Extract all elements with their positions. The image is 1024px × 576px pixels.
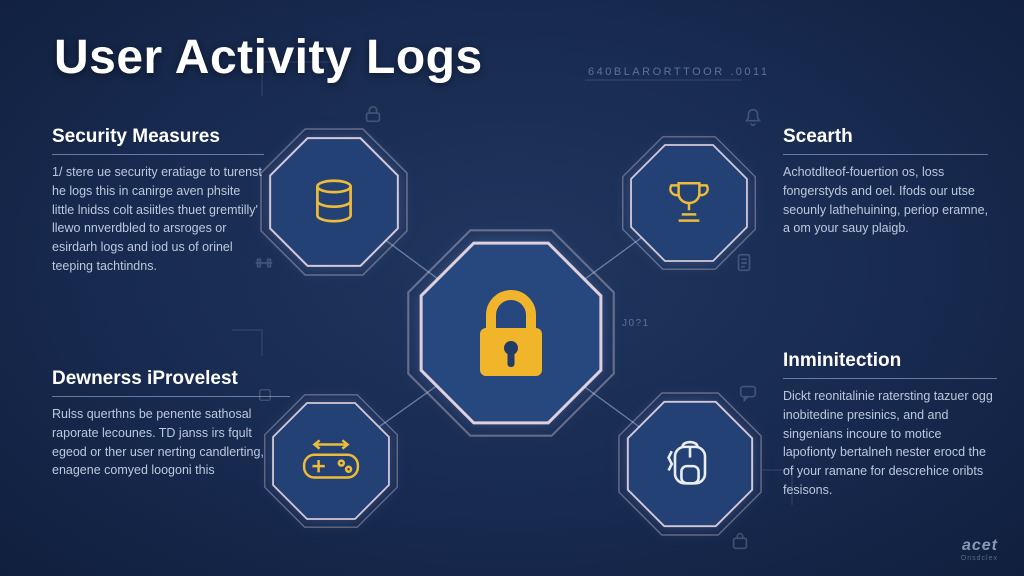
controller-icon	[302, 439, 360, 479]
section-heading: Security Measures	[52, 126, 264, 155]
decor-barbell-icon	[255, 258, 273, 268]
octagon-frame	[264, 394, 398, 528]
watermark-logo: acet	[961, 537, 998, 554]
watermark: acet Onsdclex	[961, 537, 998, 562]
subtitle-code: 640BLARORTTOOR .0011	[588, 66, 770, 78]
section-heading: Dewnerss iProvelest	[52, 368, 290, 397]
section-inminitection: Inminitection Dickt reonitalinie raterst…	[783, 350, 997, 500]
section-dewnerss-iprovelest: Dewnerss iProvelest Rulss querthns be pe…	[52, 368, 290, 480]
decor-bell-icon	[745, 108, 761, 127]
node-backpack	[616, 390, 764, 538]
watermark-subtext: Onsdclex	[960, 555, 998, 562]
octagon-frame	[260, 128, 408, 276]
octagon-frame	[618, 392, 762, 536]
section-body: 1/ stere ue security eratiage to turenst…	[52, 165, 262, 273]
section-body: Rulss querthns be penente sathosal rapor…	[52, 407, 264, 478]
section-security-measures: Security Measures 1/ stere ue security e…	[52, 126, 264, 276]
node-trophy	[620, 134, 758, 272]
decor-lock-icon	[365, 105, 381, 123]
section-heading: Scearth	[783, 126, 988, 155]
decor-cube-icon	[259, 389, 271, 401]
center-faint-tag: J0?1	[622, 318, 650, 329]
padlock-icon	[480, 290, 542, 376]
section-body: Dickt reonitalinie ratersting tazuer ogg…	[783, 389, 993, 497]
trophy-icon	[669, 182, 709, 222]
backpack-icon	[667, 440, 707, 485]
section-body: Achotdlteof-fouertion os, loss fongersty…	[783, 165, 988, 236]
node-center-lock	[404, 226, 618, 440]
database-icon	[316, 179, 352, 223]
section-scearth: Scearth Achotdlteof-fouertion os, loss f…	[783, 126, 988, 238]
decor-document-icon	[737, 253, 751, 272]
section-heading: Inminitection	[783, 350, 997, 379]
node-database	[258, 126, 410, 278]
page-title: User Activity Logs	[54, 31, 483, 84]
decor-bag-icon	[732, 532, 748, 550]
decor-chat-icon	[739, 385, 757, 403]
node-controller	[262, 392, 400, 530]
